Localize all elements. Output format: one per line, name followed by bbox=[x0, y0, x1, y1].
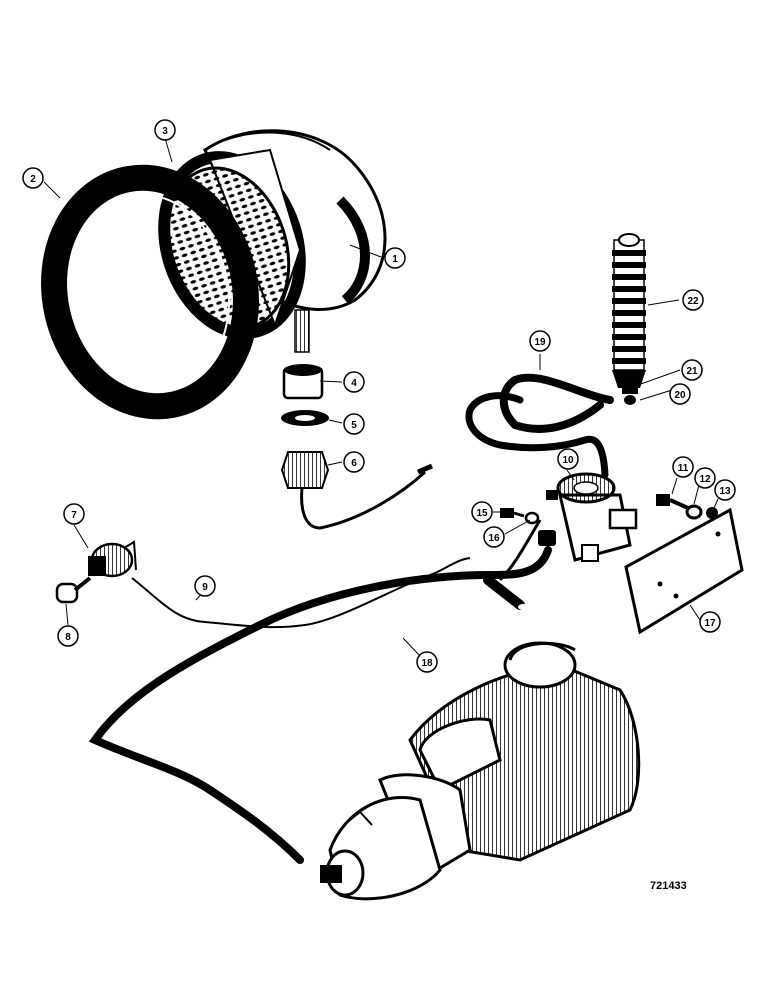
washer bbox=[281, 410, 329, 426]
callout-18-label: 18 bbox=[421, 658, 433, 669]
callout-4-label: 4 bbox=[351, 378, 357, 389]
callout-2-label: 2 bbox=[30, 174, 36, 185]
callout-19: 19 bbox=[529, 330, 551, 352]
switch-wire bbox=[131, 557, 471, 629]
battery-cable bbox=[88, 546, 552, 864]
solenoid-jumper-wire bbox=[498, 519, 542, 582]
callout-6: 6 bbox=[343, 451, 365, 473]
cable-19 bbox=[465, 373, 614, 479]
callout-17-label: 17 bbox=[704, 618, 716, 629]
callout-leader-lines bbox=[43, 137, 719, 657]
callout-19-label: 19 bbox=[534, 337, 546, 348]
mounting-stud bbox=[294, 309, 310, 353]
solenoid bbox=[538, 472, 638, 562]
callout-15: 15 bbox=[471, 501, 493, 523]
callout-12-label: 12 bbox=[699, 474, 711, 485]
callout-20-label: 20 bbox=[674, 390, 686, 401]
callout-21: 21 bbox=[681, 359, 703, 381]
light-switch bbox=[88, 540, 137, 578]
callout-11: 11 bbox=[672, 456, 694, 478]
callout-5: 5 bbox=[343, 413, 365, 435]
headlamp-lead-wire bbox=[300, 463, 433, 530]
starter-motor bbox=[320, 641, 641, 901]
callout-8: 8 bbox=[57, 625, 79, 647]
callout-16: 16 bbox=[483, 526, 505, 548]
mounting-bolt-11 bbox=[656, 494, 689, 510]
callout-3-label: 3 bbox=[162, 126, 168, 137]
callout-7-label: 7 bbox=[71, 510, 77, 521]
callout-22: 22 bbox=[682, 289, 704, 311]
callout-17: 17 bbox=[699, 611, 721, 633]
callout-1-label: 1 bbox=[392, 254, 398, 265]
callout-7: 7 bbox=[63, 503, 85, 525]
lockwasher-12 bbox=[685, 504, 703, 520]
callout-16-label: 16 bbox=[488, 533, 500, 544]
callout-10: 10 bbox=[557, 448, 579, 470]
callout-21-label: 21 bbox=[686, 366, 698, 377]
spacer bbox=[282, 364, 324, 400]
mounting-plate bbox=[624, 507, 744, 635]
terminal-nut-20 bbox=[624, 395, 636, 405]
callout-1: 1 bbox=[384, 247, 406, 269]
callout-15-label: 15 bbox=[476, 508, 488, 519]
callout-12: 12 bbox=[694, 467, 716, 489]
callout-8-label: 8 bbox=[65, 632, 71, 643]
terminal-21 bbox=[622, 384, 638, 394]
callout-18: 18 bbox=[416, 651, 438, 673]
headlamp-door-ring bbox=[41, 164, 259, 420]
nut-13 bbox=[706, 507, 718, 519]
spring-element-22 bbox=[612, 233, 646, 388]
callout-9: 9 bbox=[194, 575, 216, 597]
nut bbox=[280, 451, 330, 489]
callout-20: 20 bbox=[669, 383, 691, 405]
callout-5-label: 5 bbox=[351, 420, 357, 431]
callout-3: 3 bbox=[154, 119, 176, 141]
callout-4: 4 bbox=[343, 371, 365, 393]
callout-9-label: 9 bbox=[202, 582, 208, 593]
callout-6-label: 6 bbox=[351, 458, 357, 469]
callout-2: 2 bbox=[22, 167, 44, 189]
terminal-screw-15 bbox=[500, 508, 525, 518]
drawing-number: 721433 bbox=[650, 880, 687, 892]
callout-13: 13 bbox=[714, 479, 736, 501]
callout-11-label: 11 bbox=[678, 463, 689, 474]
callout-22-label: 22 bbox=[687, 296, 699, 307]
switch-knob bbox=[55, 576, 92, 604]
callout-10-label: 10 bbox=[562, 455, 574, 466]
callout-13-label: 13 bbox=[719, 486, 731, 497]
